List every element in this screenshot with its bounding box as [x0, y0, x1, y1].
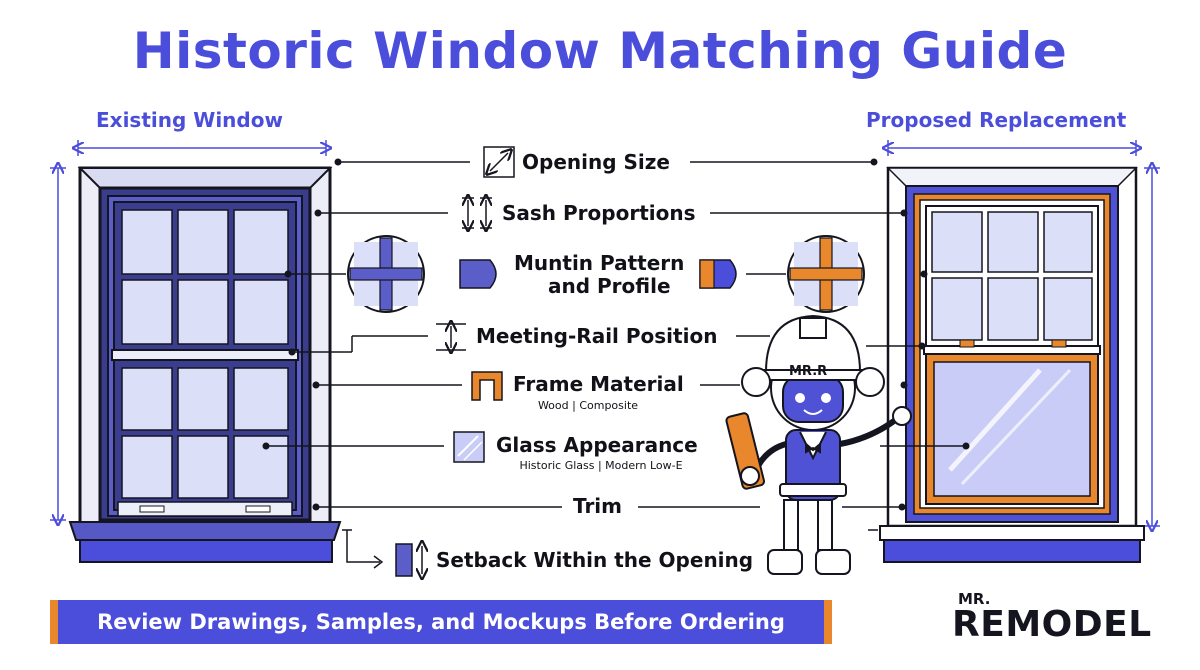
vertical-arrows-icon [462, 198, 492, 228]
brand-logo-small: MR. [958, 590, 991, 608]
feature-frame-material-sub: Wood | Composite [537, 399, 639, 412]
glass-pane-icon [453, 431, 485, 463]
existing-muntin-detail [347, 235, 425, 313]
review-banner: Review Drawings, Samples, and Mockups Be… [50, 600, 832, 644]
setback-icon [342, 529, 878, 576]
feature-frame-material: Frame Material [513, 372, 684, 396]
feature-muntin-profile: and Profile [548, 274, 671, 298]
resize-arrows-icon [483, 146, 515, 178]
leader-dots [262, 158, 970, 511]
rail-position-icon [436, 324, 466, 350]
feature-opening-size: Opening Size [522, 150, 670, 174]
mascot-hat-logo: MR.R [789, 364, 828, 379]
proposed-window [879, 140, 1160, 563]
frame-profile-icon [471, 371, 503, 401]
feature-meeting-rail: Meeting-Rail Position [476, 324, 718, 348]
muntin-profile-icon [459, 259, 737, 289]
page-title: Historic Window Matching Guide [132, 22, 1068, 80]
proposed-replacement-label: Proposed Replacement [866, 108, 1127, 132]
proposed-muntin-detail [787, 235, 865, 313]
feature-sash-proportions: Sash Proportions [502, 201, 696, 225]
feature-glass-appearance: Glass Appearance [496, 433, 698, 457]
feature-muntin-pattern: Muntin Pattern [514, 251, 685, 275]
brand-logo: REMODEL [952, 604, 1152, 645]
existing-window-label: Existing Window [96, 108, 283, 132]
feature-setback: Setback Within the Opening [436, 548, 754, 572]
mascot [725, 314, 912, 575]
feature-trim: Trim [573, 494, 623, 518]
leader-lines [266, 161, 966, 508]
existing-window [50, 140, 342, 563]
feature-glass-appearance-sub: Historic Glass | Modern Low-E [519, 459, 683, 472]
